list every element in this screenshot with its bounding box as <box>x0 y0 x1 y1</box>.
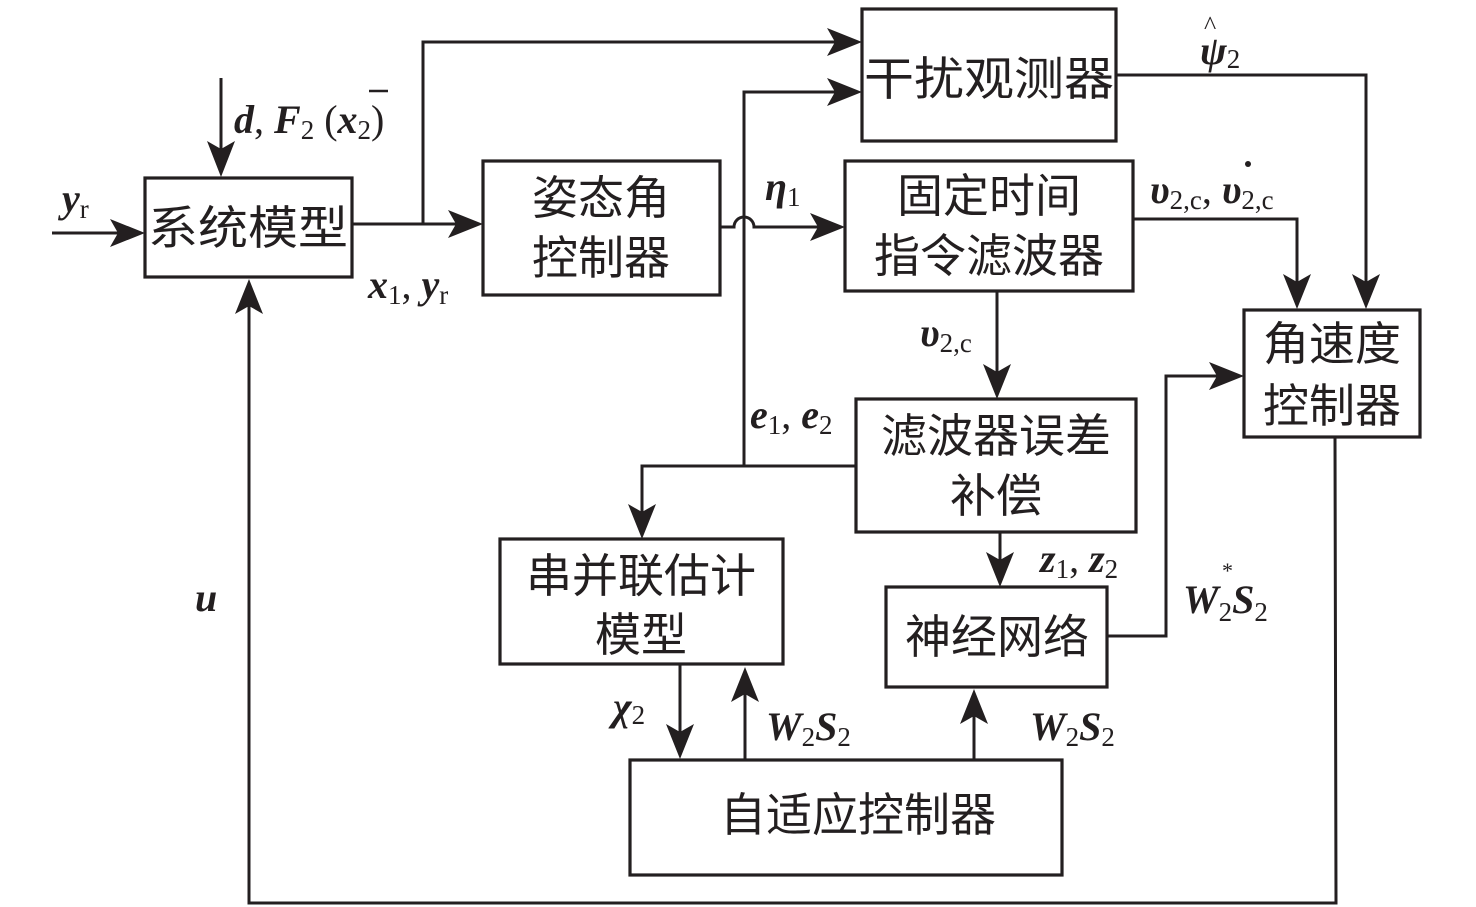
block-filter-error-compensation: 滤波器误差 补偿 <box>854 397 1138 534</box>
block-label: 自适应控制器 <box>720 788 996 842</box>
arrow-right-icon <box>448 210 483 238</box>
arrow-down-icon <box>628 504 656 539</box>
block-label-line1: 角速度 <box>1263 317 1401 371</box>
signal-disturbance: d, F2 (x2) <box>234 97 384 145</box>
block-neural-network: 神经网络 <box>884 585 1109 689</box>
block-disturbance-observer: 干扰观测器 <box>860 7 1118 143</box>
arrow-right-icon <box>827 28 862 56</box>
arrow-down-icon <box>986 552 1014 587</box>
block-label-line2: 控制器 <box>1263 379 1401 433</box>
wire-nn-to-rate <box>1107 374 1227 638</box>
signal-z1-z2: z1, z2 <box>1038 536 1118 584</box>
hat-accent: ^ <box>1204 11 1216 40</box>
signal-e1-e2: e1, e2 <box>750 392 833 440</box>
block-label-line2: 指令滤波器 <box>874 229 1104 283</box>
block-system-model: 系统模型 <box>143 176 354 279</box>
wire-vc-to-rate <box>1133 217 1299 292</box>
star-superscript: * <box>1222 558 1233 583</box>
arrowheads <box>110 28 1380 759</box>
signal-v2c-vdot2c: υ2,c, υ2,c <box>1150 167 1274 215</box>
block-label: 干扰观测器 <box>864 52 1114 106</box>
wire-attitude-to-filter <box>720 215 828 229</box>
signal-u: u <box>195 575 217 620</box>
arrow-right-icon <box>810 213 845 241</box>
block-label-line2: 模型 <box>595 608 687 662</box>
arrow-up-icon <box>731 667 759 702</box>
block-label-line1: 滤波器误差 <box>881 409 1111 463</box>
wire-e-to-series-parallel <box>640 464 744 522</box>
arrow-right-icon <box>827 78 862 106</box>
arrow-down-icon <box>666 724 694 759</box>
wire-psi-to-rate <box>1117 73 1368 292</box>
arrow-right-icon <box>1209 362 1244 390</box>
signal-v2c: υ2,c <box>920 310 972 358</box>
block-attitude-controller: 姿态角 控制器 <box>481 159 722 297</box>
arrow-down-icon <box>1283 274 1311 309</box>
wire-branch-to-observer <box>421 40 845 224</box>
block-label: 系统模型 <box>148 201 348 255</box>
arrow-down-icon <box>207 141 235 177</box>
wire-u-feedback <box>247 297 1338 905</box>
block-label: 神经网络 <box>905 610 1089 664</box>
block-fixed-time-filter: 固定时间 指令滤波器 <box>843 159 1135 293</box>
block-label-line1: 固定时间 <box>897 169 1081 223</box>
signal-W2star-S2: W2S2 <box>1183 577 1268 627</box>
block-label-line2: 补偿 <box>950 469 1042 523</box>
arrow-down-icon <box>983 364 1011 399</box>
block-label-line1: 姿态角 <box>532 171 670 225</box>
signal-psi2-hat: ψ2 <box>1200 28 1240 74</box>
signal-eta1: η1 <box>765 164 800 212</box>
wire-e-to-observer <box>742 90 856 468</box>
arrow-up-icon <box>960 689 988 724</box>
signal-W2S2-left: W2S2 <box>766 704 851 752</box>
signal-chi2: χ2 <box>608 684 645 730</box>
signal-x1-yr: x1, yr <box>367 262 448 310</box>
signal-W2S2-right: W2S2 <box>1030 704 1115 752</box>
wires <box>52 40 1368 905</box>
block-label-line2: 控制器 <box>532 231 670 285</box>
dot-accent <box>1245 161 1251 167</box>
arrow-up-icon <box>235 279 263 314</box>
arrow-down-icon <box>1352 274 1380 309</box>
signal-yr-input: yr <box>58 176 89 224</box>
block-angular-rate-controller: 角速度 控制器 <box>1242 308 1422 439</box>
arrow-right-icon <box>110 219 145 247</box>
block-series-parallel-model: 串并联估计 模型 <box>498 537 785 666</box>
block-adaptive-controller: 自适应控制器 <box>628 758 1064 877</box>
block-label-line1: 串并联估计 <box>526 549 756 603</box>
